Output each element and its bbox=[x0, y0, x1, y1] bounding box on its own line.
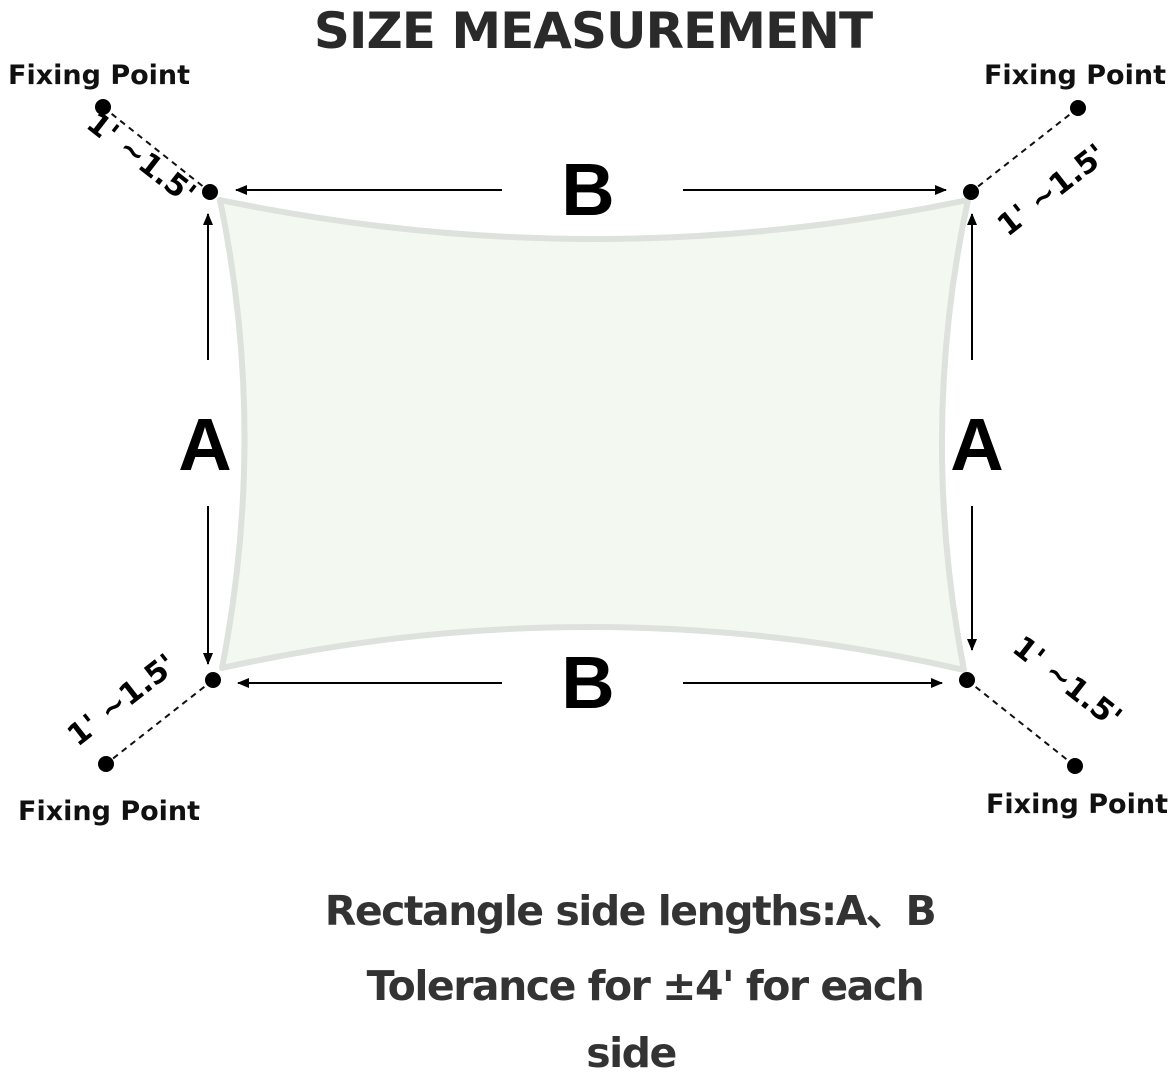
corner-dot-top-right bbox=[963, 184, 979, 200]
dimension-label-right-a: A bbox=[950, 403, 1003, 486]
rope-bottom-left bbox=[105, 679, 214, 765]
rope-bottom-right bbox=[966, 679, 1076, 767]
dimension-label-top-b: B bbox=[561, 148, 614, 231]
dimension-label-left-a: A bbox=[178, 403, 231, 486]
fixing-dot-bottom-left bbox=[98, 756, 114, 772]
fixing-point-label-bottom-right: Fixing Point bbox=[986, 789, 1168, 820]
rope-top-right bbox=[970, 107, 1079, 193]
dimension-label-bottom-b: B bbox=[561, 641, 614, 724]
range-label-bottom-right: 1' ~1.5' bbox=[1006, 629, 1128, 735]
fixing-dot-bottom-right bbox=[1067, 758, 1083, 774]
range-label-bottom-left: 1' ~1.5' bbox=[61, 647, 183, 753]
fixing-point-label-bottom-left: Fixing Point bbox=[18, 796, 200, 827]
fixing-point-label-top-left: Fixing Point bbox=[8, 60, 190, 91]
range-label-top-right: 1' ~1.5' bbox=[991, 137, 1113, 243]
corner-dot-top-left bbox=[202, 184, 218, 200]
diagram-title: SIZE MEASUREMENT bbox=[314, 2, 873, 60]
fixing-point-label-top-right: Fixing Point bbox=[984, 60, 1166, 91]
shade-sail-shape bbox=[217, 197, 971, 673]
note-tolerance: Tolerance for ±4' for each bbox=[367, 962, 924, 1010]
fixing-dot-top-right bbox=[1070, 100, 1086, 116]
corner-dot-bottom-right bbox=[959, 672, 975, 688]
rope-top-left bbox=[102, 106, 211, 193]
range-label-top-left: 1' ~1.5' bbox=[80, 105, 202, 211]
note-side-lengths: Rectangle side lengths:A、B bbox=[325, 887, 935, 935]
fixing-dot-top-left bbox=[95, 99, 111, 115]
corner-dot-bottom-left bbox=[205, 672, 221, 688]
note-tolerance-side: side bbox=[586, 1029, 676, 1075]
